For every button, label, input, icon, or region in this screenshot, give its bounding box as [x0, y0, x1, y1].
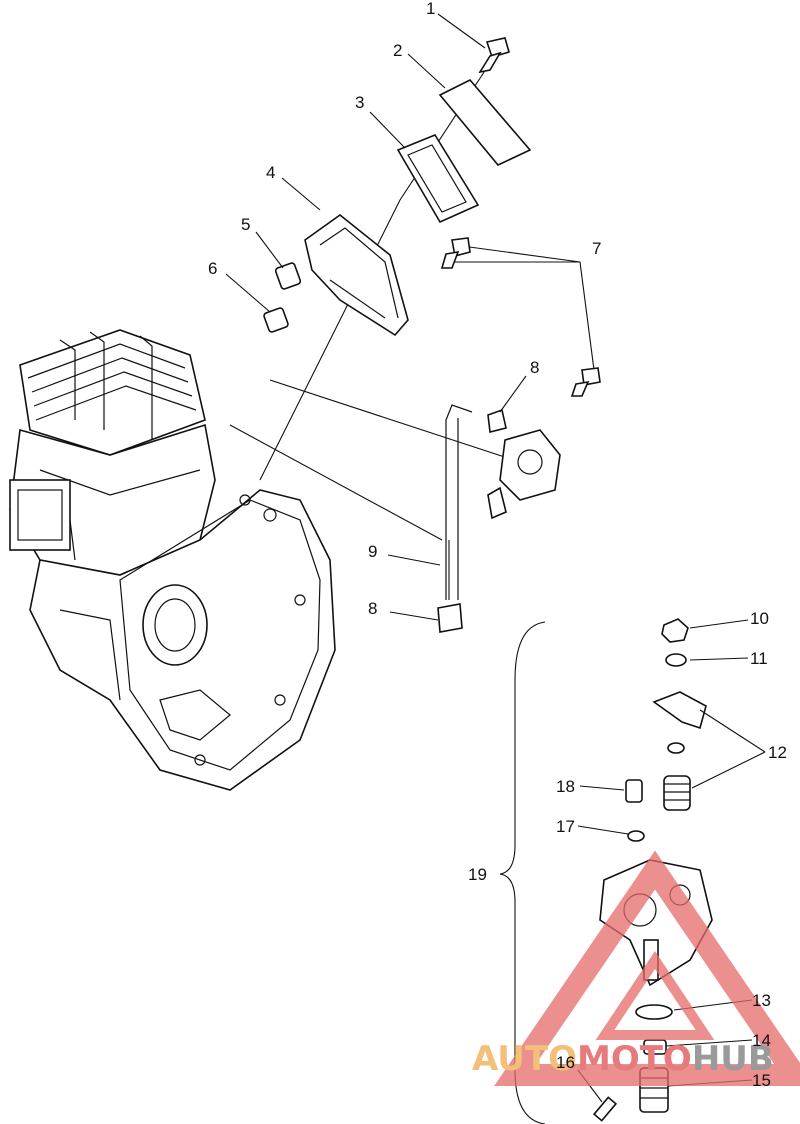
watermark-logo	[494, 850, 800, 1086]
callout-12: 12	[768, 743, 787, 762]
group-brace-19	[499, 621, 546, 1124]
clamp-part-8-upper	[487, 408, 507, 433]
cover-plate-part-2	[438, 79, 532, 166]
callout-2: 2	[393, 41, 402, 60]
callout-15: 15	[752, 1071, 771, 1090]
callout-8-upper: 8	[530, 358, 539, 377]
callout-10: 10	[750, 609, 769, 628]
callout-3: 3	[355, 93, 364, 112]
callout-labels: 1 2 3 4 5 6 7 8 9 8 10 11 12 18 17 19 13…	[208, 0, 787, 1090]
pump-assembly-upper	[487, 429, 561, 520]
bolts-part-7	[440, 237, 601, 397]
callout-9: 9	[368, 542, 377, 561]
clamp-part-8-lower	[437, 603, 463, 633]
callout-7: 7	[592, 239, 601, 258]
cover-part-4	[304, 213, 409, 337]
callout-11: 11	[750, 649, 768, 668]
cap-part-5	[274, 262, 302, 290]
callout-6: 6	[208, 259, 217, 278]
callout-18: 18	[556, 777, 575, 796]
callout-13: 13	[752, 991, 771, 1010]
callout-8-lower: 8	[368, 599, 377, 618]
bolt-part-1	[478, 37, 510, 74]
callout-16: 16	[556, 1053, 575, 1072]
gasket-part-3	[396, 134, 480, 224]
callout-5: 5	[241, 215, 250, 234]
callout-14: 14	[752, 1031, 771, 1050]
engine-block	[9, 329, 336, 791]
callout-4: 4	[266, 163, 275, 182]
cap-part-6	[263, 307, 289, 333]
hose-part-9	[445, 404, 473, 600]
callout-19: 19	[468, 865, 487, 884]
watermark-text: AUTOMOTOHUB	[472, 1039, 774, 1079]
callout-17: 17	[556, 817, 575, 836]
callout-1: 1	[426, 0, 435, 18]
